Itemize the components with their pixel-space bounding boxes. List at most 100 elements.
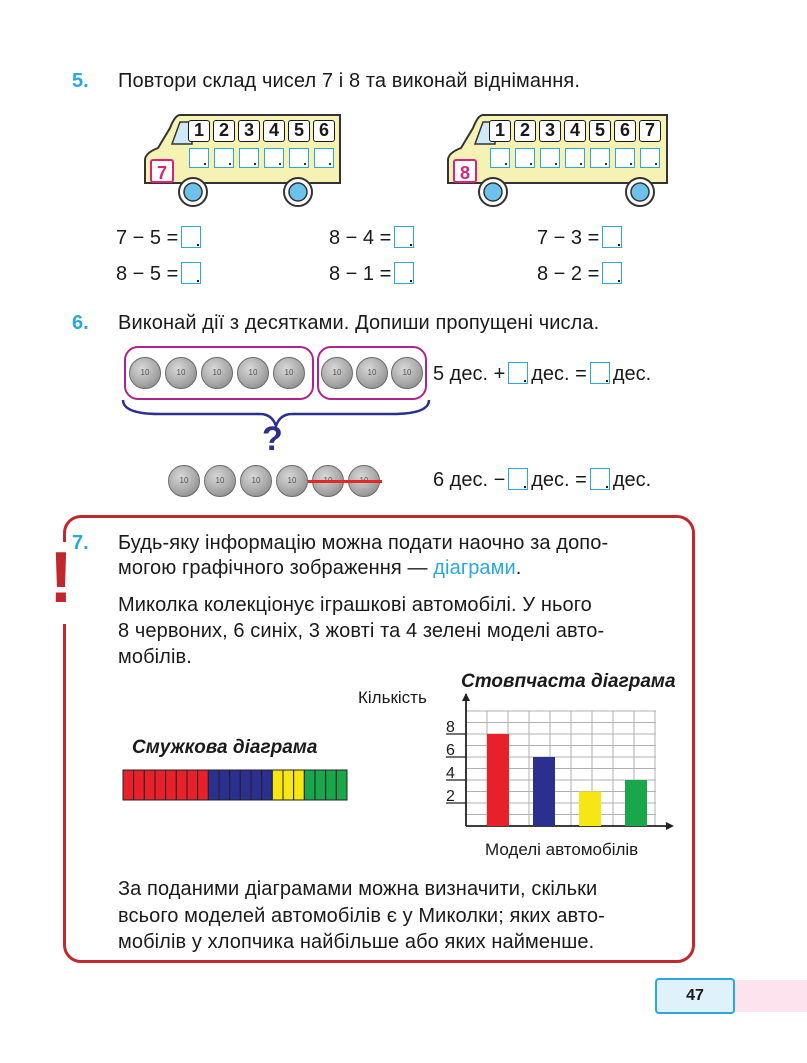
task7-line: Миколка колекціонує іграшкові автомобілі… <box>118 594 592 616</box>
strip-chart-title: Смужкова діаграма <box>132 737 318 758</box>
strip-cell <box>143 769 156 801</box>
answer-cell[interactable] <box>314 148 334 168</box>
strip-cell <box>314 769 327 801</box>
strip-cell <box>165 769 177 801</box>
answer-cell[interactable] <box>590 148 610 168</box>
y-tick-label: 2 <box>446 788 455 805</box>
strip-cell <box>303 769 316 801</box>
strip-cell <box>186 769 199 801</box>
answer-cell[interactable] <box>565 148 585 168</box>
bus-number-label: 7 <box>150 159 174 183</box>
answer-cell[interactable] <box>515 148 535 168</box>
task7-line: могою графічного зображення — діаграми. <box>118 557 522 579</box>
strip-cell <box>271 769 284 801</box>
answer-cell[interactable] <box>189 148 209 168</box>
curly-brace-icon <box>121 399 431 430</box>
answer-cell[interactable] <box>490 148 510 168</box>
answer-cell[interactable] <box>239 148 259 168</box>
answer-cell[interactable] <box>640 148 660 168</box>
strip-cell <box>335 769 348 801</box>
coin-icon: 10 <box>276 465 308 497</box>
answer-box[interactable] <box>181 226 202 248</box>
bus-digit: 4 <box>564 120 586 142</box>
bar-chart-title: Стовпчаста діаграма <box>461 671 676 692</box>
bus-digit: 3 <box>238 120 260 142</box>
bar <box>533 757 555 826</box>
strike-line <box>308 480 382 483</box>
task7-line: мобілів. <box>118 646 192 668</box>
task6-number: 6. <box>72 312 89 334</box>
y-tick-label: 6 <box>446 742 455 759</box>
answer-box[interactable] <box>508 468 529 490</box>
coin-icon: 10 <box>237 357 269 389</box>
coin-icon: 10 <box>391 357 423 389</box>
coin-group-5 <box>124 346 314 400</box>
x-axis-label: Моделі автомобілів <box>485 840 639 859</box>
bus-digit: 6 <box>313 120 335 142</box>
strip-chart <box>122 769 348 801</box>
exclamation-icon: ! <box>49 538 73 618</box>
answer-cell[interactable] <box>540 148 560 168</box>
task7-line: мобілів у хлопчика найбільше або яких на… <box>118 931 595 953</box>
task7-line: Будь-яку інформацію можна подати наочно … <box>118 532 609 554</box>
bar <box>487 734 509 826</box>
bus-digit: 7 <box>639 120 661 142</box>
strip-cell <box>207 769 220 801</box>
answer-cell[interactable] <box>264 148 284 168</box>
task7-line: За поданими діаграмами можна визначити, … <box>118 878 598 900</box>
bus-digit: 2 <box>213 120 235 142</box>
strip-cell <box>229 769 241 801</box>
task5-text: Повтори склад чисел 7 і 8 та виконай від… <box>118 70 581 92</box>
bar <box>625 780 647 826</box>
strip-cell <box>261 769 273 801</box>
equation: 8 − 5 = <box>116 262 204 286</box>
answer-box[interactable] <box>181 262 202 284</box>
answer-box[interactable] <box>394 226 415 248</box>
bus-digit: 4 <box>263 120 285 142</box>
task7-number: 7. <box>72 532 89 554</box>
equation: 5 дес. +дес. =дес. <box>433 362 652 385</box>
coin-icon: 10 <box>201 357 233 389</box>
task5-number: 5. <box>72 70 89 92</box>
coin-icon: 10 <box>129 357 161 389</box>
bus-digit: 1 <box>489 120 511 142</box>
bus-digit: 5 <box>589 120 611 142</box>
answer-box[interactable] <box>602 262 623 284</box>
coin-icon: 10 <box>321 357 353 389</box>
coin-icon: 10 <box>273 357 305 389</box>
term-diagrams: діаграми <box>433 557 516 579</box>
answer-cell[interactable] <box>214 148 234 168</box>
exclamation-bg <box>50 542 74 624</box>
bus-digit: 5 <box>288 120 310 142</box>
question-mark: ? <box>262 420 283 458</box>
strip-cell <box>175 769 188 801</box>
answer-cell[interactable] <box>615 148 635 168</box>
equation: 7 − 3 = <box>537 226 625 250</box>
task7-line: 8 червоних, 6 синіх, 3 жовті та 4 зелені… <box>118 620 605 642</box>
coin-group-unknown <box>317 346 427 400</box>
task7-frame <box>63 515 695 963</box>
answer-box[interactable] <box>508 362 529 384</box>
answer-box[interactable] <box>589 362 610 384</box>
bus-digit: 3 <box>539 120 561 142</box>
task7-line: всього моделей автомобілів є у Миколки; … <box>118 905 605 927</box>
bar <box>579 791 601 826</box>
page-tab <box>735 980 807 1012</box>
coin-icon: 10 <box>168 465 200 497</box>
x-axis-arrow <box>666 822 674 830</box>
strip-cell <box>218 769 231 801</box>
strip-cell <box>197 769 209 801</box>
equation: 8 − 2 = <box>537 262 625 286</box>
bus-digit: 1 <box>188 120 210 142</box>
task6-text: Виконай дії з десятками. Допиши пропущен… <box>118 312 600 334</box>
answer-box[interactable] <box>394 262 415 284</box>
answer-box[interactable] <box>602 226 623 248</box>
coin-icon: 10 <box>240 465 272 497</box>
y-axis-arrow <box>462 693 470 701</box>
answer-box[interactable] <box>589 468 610 490</box>
answer-cell[interactable] <box>289 148 309 168</box>
bus-7: 7 1 2 3 4 5 6 <box>140 108 345 208</box>
page-number: 47 <box>655 978 735 1014</box>
y-axis-label: Кількість <box>358 688 427 707</box>
